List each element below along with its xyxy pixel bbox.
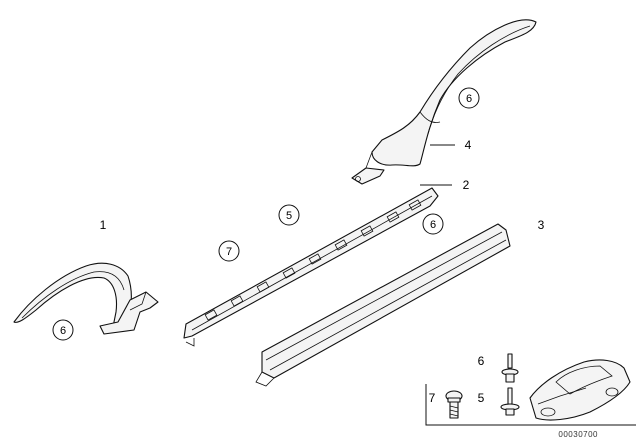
screw-7-icon bbox=[445, 390, 463, 419]
key-label-6: 6 bbox=[478, 354, 485, 368]
bracket-slots bbox=[204, 199, 422, 321]
circled-ref-6-middle: 6 bbox=[422, 213, 444, 235]
svg-text:6: 6 bbox=[466, 93, 472, 105]
key-frame bbox=[425, 384, 636, 426]
part-3-sill-panel bbox=[255, 223, 511, 387]
callout-2: 2 bbox=[463, 178, 470, 192]
svg-text:6: 6 bbox=[60, 325, 66, 337]
key-label-5: 5 bbox=[478, 391, 485, 405]
part-1-wheel-arch-trim bbox=[13, 262, 159, 335]
part-4-upper-trim bbox=[351, 19, 537, 185]
fastener-key-panel: 6 5 7 000 bbox=[425, 353, 636, 439]
callout-1: 1 bbox=[100, 218, 107, 232]
circled-ref-6-top: 6 bbox=[458, 87, 480, 109]
part-2-sill-bracket bbox=[183, 187, 439, 347]
clip-5-icon bbox=[500, 387, 520, 416]
diagram-code: 00030700 bbox=[558, 430, 598, 439]
svg-text:7: 7 bbox=[226, 246, 232, 258]
svg-text:6: 6 bbox=[430, 219, 436, 231]
key-label-7: 7 bbox=[429, 391, 436, 405]
car-thumbnail-icon bbox=[529, 359, 631, 421]
circled-ref-5: 5 bbox=[278, 204, 300, 226]
circled-ref-7: 7 bbox=[218, 240, 240, 262]
callout-3: 3 bbox=[538, 218, 545, 232]
callout-4: 4 bbox=[465, 138, 472, 152]
circled-ref-6-bottom: 6 bbox=[52, 319, 74, 341]
svg-text:5: 5 bbox=[286, 210, 292, 222]
clip-6-icon bbox=[501, 353, 519, 383]
